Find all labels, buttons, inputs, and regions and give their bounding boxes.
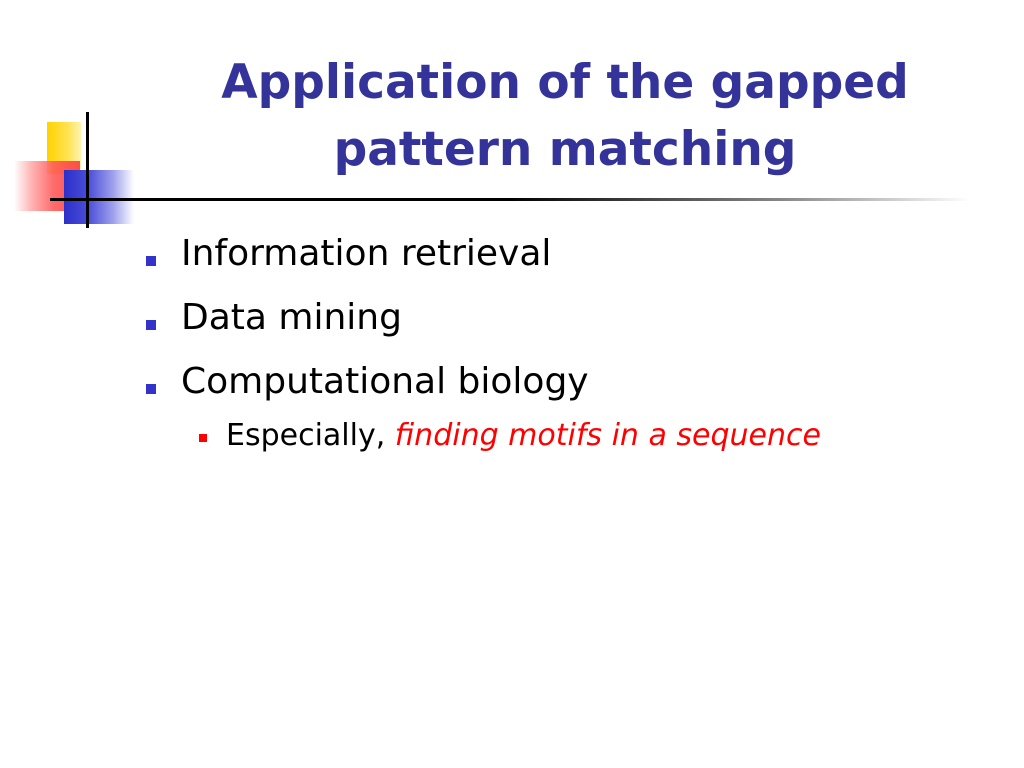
sub-bullet-prefix: Especially, bbox=[226, 417, 395, 453]
bullet-text: Information retrieval bbox=[181, 233, 552, 274]
bullet-list: Information retrieval Data mining Comput… bbox=[140, 232, 1000, 475]
blue-block bbox=[64, 170, 134, 224]
bullet-text: Computational biology bbox=[181, 361, 589, 403]
bullet-item: Data mining bbox=[140, 296, 1000, 339]
square-bullet-icon bbox=[146, 320, 156, 331]
bullet-text: Data mining bbox=[181, 297, 402, 339]
bullet-item: Computational biology Especially, findin… bbox=[140, 360, 1000, 453]
sub-bullet-emphasis: finding motifs in a sequence bbox=[394, 417, 821, 453]
square-bullet-icon bbox=[199, 433, 207, 442]
square-bullet-icon bbox=[146, 256, 156, 266]
sub-bullet-item: Especially, finding motifs in a sequence bbox=[181, 418, 1000, 454]
title-underline bbox=[50, 198, 970, 201]
sub-bullet-list: Especially, finding motifs in a sequence bbox=[181, 418, 1000, 454]
square-bullet-icon bbox=[146, 384, 156, 395]
vertical-rule bbox=[86, 112, 89, 228]
bullet-item: Information retrieval bbox=[140, 232, 1000, 275]
slide-title: Application of the gapped pattern matchi… bbox=[221, 55, 909, 177]
